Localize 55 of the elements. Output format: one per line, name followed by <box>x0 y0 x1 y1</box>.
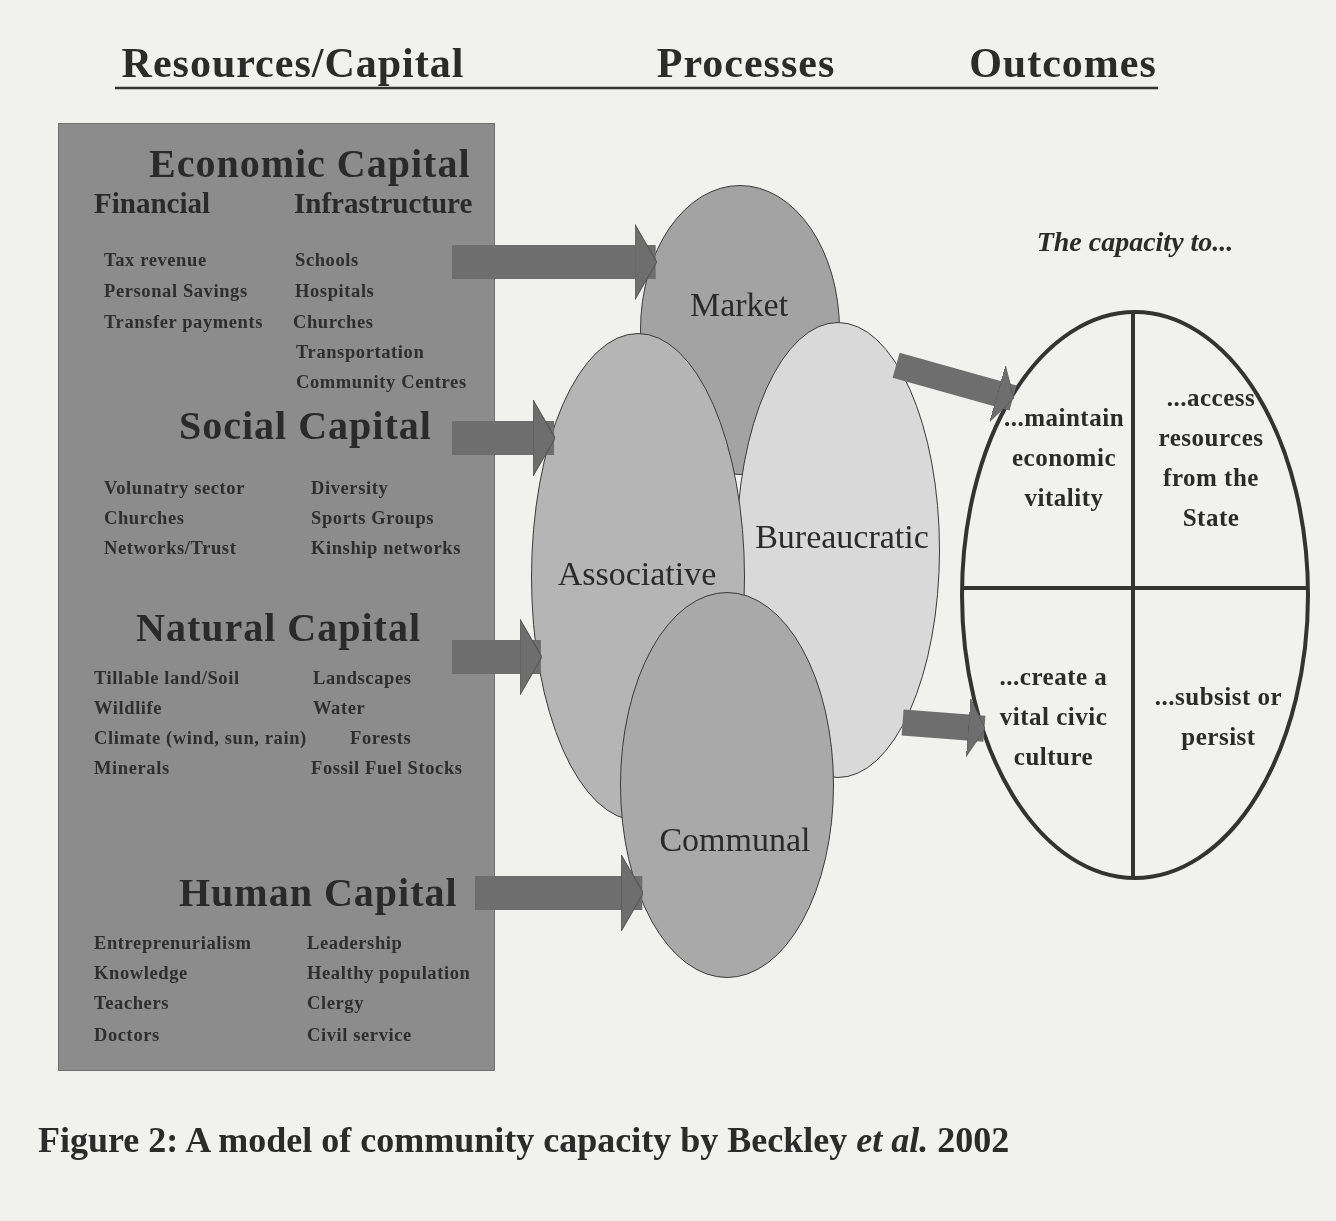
outcome-heading: The capacity to... <box>1035 228 1235 256</box>
capital-item: Transportation <box>296 343 425 362</box>
capital-item: Water <box>313 699 366 718</box>
capital-item: Hospitals <box>295 282 375 301</box>
process-label: Communal <box>659 823 811 857</box>
capital-subheading: Infrastructure <box>294 189 473 218</box>
outcome-text: ...access resources from the State <box>1157 383 1265 533</box>
capital-item: Schools <box>295 251 359 270</box>
capital-item: Transfer payments <box>104 313 264 332</box>
capital-heading: Economic Capital <box>149 144 471 184</box>
capital-subheading: Financial <box>94 189 210 218</box>
block-arrow <box>452 618 543 696</box>
capital-item: Knowledge <box>94 964 188 983</box>
capital-item: Tillable land/Soil <box>94 669 240 688</box>
column-heading: Resources/Capital <box>121 42 465 84</box>
capital-item: Climate (wind, sun, rain) <box>94 729 307 748</box>
capital-item: Teachers <box>94 994 170 1013</box>
capital-item: Landscapes <box>313 669 412 688</box>
capital-item: Volunatry sector <box>104 479 245 498</box>
capital-item: Entreprenurialism <box>94 934 252 953</box>
outcome-text: ...maintain economic vitality <box>1002 403 1126 513</box>
capital-item: Wildlife <box>94 699 163 718</box>
block-arrow <box>452 399 556 477</box>
block-arrow <box>475 854 644 932</box>
block-arrow <box>901 698 986 757</box>
capital-item: Diversity <box>311 479 389 498</box>
capital-item: Kinship networks <box>311 539 461 558</box>
capital-item: Healthy population <box>307 964 471 983</box>
column-heading: Processes <box>656 42 836 84</box>
column-heading: Outcomes <box>969 42 1157 84</box>
process-label: Market <box>689 288 789 322</box>
block-arrow <box>452 223 658 301</box>
outcome-text: ...create a vital civic culture <box>998 662 1109 772</box>
capital-item: Doctors <box>94 1026 160 1045</box>
capital-item: Churches <box>293 313 374 332</box>
capital-item: Sports Groups <box>311 509 435 528</box>
capital-heading: Natural Capital <box>136 608 421 648</box>
capital-item: Networks/Trust <box>104 539 237 558</box>
process-label: Associative <box>557 557 717 591</box>
capital-item: Leadership <box>307 934 403 953</box>
capital-item: Churches <box>104 509 185 528</box>
capital-item: Minerals <box>94 759 170 778</box>
capital-item: Tax revenue <box>104 251 207 270</box>
capital-heading: Human Capital <box>179 873 458 913</box>
figure-caption: Figure 2: A model of community capacity by Beckley et al. 2002 <box>38 1122 1010 1158</box>
capital-item: Personal Savings <box>104 282 248 301</box>
capital-item: Community Centres <box>296 373 467 392</box>
capital-panel <box>58 123 495 1071</box>
capital-item: Civil service <box>307 1026 412 1045</box>
capital-item: Fossil Fuel Stocks <box>311 759 463 778</box>
capital-item: Forests <box>350 729 412 748</box>
capital-heading: Social Capital <box>179 406 432 446</box>
process-label: Bureaucratic <box>755 520 929 554</box>
outcome-text: ...subsist or persist <box>1153 682 1284 752</box>
capital-item: Clergy <box>307 994 365 1013</box>
